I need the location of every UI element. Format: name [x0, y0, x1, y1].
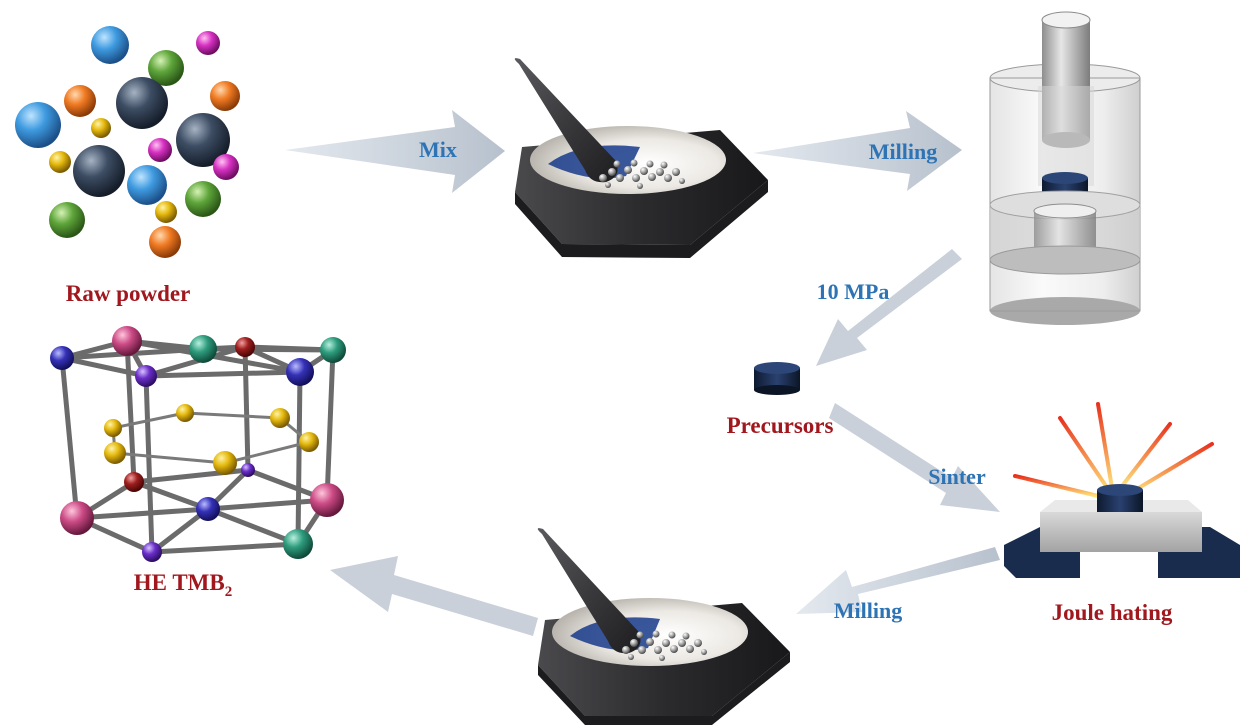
particle [149, 226, 181, 258]
product-subscript: 2 [225, 584, 233, 600]
atom [235, 337, 255, 357]
label-precursors: Precursors [727, 413, 834, 438]
atom [176, 404, 194, 422]
particle [49, 202, 85, 238]
atom [135, 365, 157, 387]
heat-rays [1013, 402, 1214, 498]
label-raw-powder: Raw powder [66, 281, 191, 306]
particle [49, 151, 71, 173]
particle [176, 113, 230, 167]
arrow-mix [285, 110, 505, 193]
atom [320, 337, 346, 363]
atom [299, 432, 319, 452]
atom [286, 358, 314, 386]
label-product: HE TMB2 [134, 570, 232, 600]
label-milling-bottom: Milling [834, 598, 902, 623]
atom [189, 335, 217, 363]
atom [241, 463, 255, 477]
particle [210, 81, 240, 111]
atom [213, 451, 237, 475]
atom [270, 408, 290, 428]
lattice-atoms [50, 326, 346, 562]
joule-heating-apparatus [1004, 402, 1240, 578]
product-formula: HE TMB [134, 570, 225, 595]
particle [213, 154, 239, 180]
label-joule-heating: Joule hating [1052, 600, 1173, 625]
press-die [989, 11, 1141, 325]
raw-powder-particles [15, 26, 240, 258]
heating-plate [1040, 512, 1202, 552]
particle [116, 77, 168, 129]
label-sinter: Sinter [928, 464, 986, 489]
crystal-structure [50, 326, 346, 562]
arrow-milling-top [753, 111, 962, 191]
mortar-powder [599, 159, 685, 189]
particle [148, 50, 184, 86]
atom [142, 542, 162, 562]
atom [104, 419, 122, 437]
heating-pellet [1097, 490, 1143, 512]
atom [283, 529, 313, 559]
particle [64, 85, 96, 117]
atom [310, 483, 344, 517]
particle [91, 26, 129, 64]
atom [104, 442, 126, 464]
mortar-and-pestle-top [514, 58, 768, 258]
particle [155, 201, 177, 223]
arrow-sinter [829, 403, 1000, 512]
arrow-milling-bottom [796, 547, 1000, 614]
pestle [514, 58, 618, 183]
atom [60, 501, 94, 535]
atom [124, 472, 144, 492]
mortar-and-pestle-bottom [537, 528, 790, 725]
particle [148, 138, 172, 162]
particle [127, 165, 167, 205]
atom [112, 326, 142, 356]
label-mix: Mix [419, 137, 457, 162]
mortar-powder [622, 630, 707, 661]
particle [91, 118, 111, 138]
particle [73, 145, 125, 197]
lattice-bonds [59, 338, 336, 555]
label-milling-top: Milling [869, 139, 937, 164]
pestle [537, 528, 641, 654]
particle [15, 102, 61, 148]
arrow-press-to-pellet [816, 249, 962, 366]
label-pressure: 10 MPa [817, 279, 890, 304]
arrow-to-product [330, 556, 538, 636]
particle [185, 181, 221, 217]
particle [196, 31, 220, 55]
precursor-pellet [754, 362, 800, 395]
atom [50, 346, 74, 370]
atom [196, 497, 220, 521]
